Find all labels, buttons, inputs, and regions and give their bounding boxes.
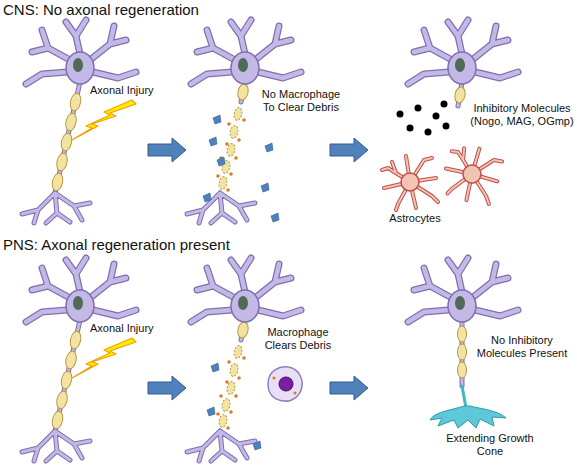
macrophage-cell (268, 367, 302, 401)
astrocyte-cell (382, 156, 438, 210)
annotation-label: Inhibitory Molecules (Nogo, MAG, OGmp) (470, 102, 574, 128)
stump-neuron (408, 20, 518, 106)
inhibitory-dots (397, 101, 450, 136)
annotation-label: Macrophage Clears Debris (258, 326, 338, 352)
annotation-label: No Macrophage To Clear Debris (258, 88, 344, 114)
astrocyte-cell (435, 139, 509, 212)
step-arrow (148, 376, 186, 400)
annotation-label: Extending Growth Cone (440, 432, 540, 458)
section-heading: CNS: No axonal regeneration (3, 1, 303, 19)
step-arrow (330, 138, 368, 162)
step-arrow (330, 376, 368, 400)
degenerating-neuron (187, 20, 301, 223)
injured-neuron (22, 20, 136, 223)
injury-label: Axonal Injury (90, 322, 162, 335)
step-arrow (148, 138, 186, 162)
section-heading: PNS: Axonal regeneration present (3, 236, 323, 254)
cell-label: Astrocytes (380, 212, 450, 225)
injured-neuron (22, 258, 136, 461)
injury-bolt (72, 338, 136, 378)
degenerating-neuron (187, 258, 301, 461)
annotation-label: No Inhibitory Molecules Present (474, 334, 570, 360)
injury-label: Axonal Injury (90, 84, 162, 97)
injury-bolt (72, 100, 136, 140)
